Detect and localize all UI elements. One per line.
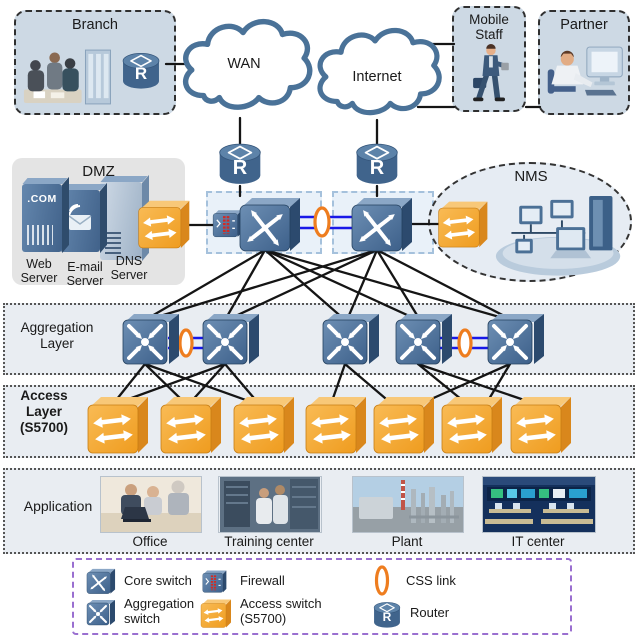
core-switch-2-icon: [350, 195, 414, 253]
envelope-icon: [67, 202, 93, 232]
office-caption: Office: [132, 534, 168, 549]
mobile-staff-person-illustration: [469, 44, 511, 106]
plant-caption: Plant: [391, 534, 423, 549]
application-layer-label: Application: [23, 498, 93, 514]
aggregation-switch-2-icon: [201, 312, 261, 368]
access-switch-6-icon: [440, 394, 504, 454]
plant-photo: [352, 476, 464, 533]
access-switch-4-icon: [304, 394, 368, 454]
access-switch-3-icon: [232, 394, 296, 454]
legend-access-switch-label: Access switch (S5700): [240, 596, 322, 626]
web-server-label: Web Server: [20, 257, 58, 285]
nms-computers-illustration: [492, 184, 628, 278]
legend-core-switch-icon: [86, 567, 116, 595]
mobile-staff-box: Mobile Staff: [452, 6, 526, 112]
mobile-staff-label: Mobile Staff: [469, 12, 509, 42]
branch-label: Branch: [72, 17, 118, 33]
legend-css-link-icon: [374, 565, 390, 596]
access-layer-label: Access Layer (S5700): [19, 388, 69, 435]
access-switch-7-icon: [509, 394, 573, 454]
training-center-photo: [218, 476, 322, 533]
access-switch-2-icon: [159, 394, 223, 454]
access-switch-1-icon: [86, 394, 150, 454]
legend-core-switch-label: Core switch: [124, 573, 192, 588]
aggregation-switch-1-icon: [121, 312, 181, 368]
aggregation-switch-4-icon: [394, 312, 454, 368]
legend-access-switch-icon: [200, 598, 232, 628]
it-center-caption: IT center: [511, 534, 565, 549]
core-switch-1-icon: [238, 195, 302, 253]
office-photo: [100, 476, 202, 533]
branch-router-icon: R: [118, 50, 164, 92]
legend-css-link-label: CSS link: [406, 573, 456, 588]
legend-box: Core switch Firewall CSS link Aggregatio…: [72, 558, 572, 635]
aggregation-switch-3-icon: [321, 312, 381, 368]
legend-firewall-label: Firewall: [240, 573, 285, 588]
dmz-label: DMZ: [82, 163, 115, 180]
partner-box: Partner: [538, 10, 630, 115]
dmz-access-switch-icon: [137, 198, 191, 249]
training-center-caption: Training center: [224, 534, 314, 549]
email-server-label: E-mail Server: [66, 260, 104, 288]
legend-router-label: Router: [410, 605, 450, 620]
legend-router-icon: R: [370, 600, 404, 630]
wan-label: WAN: [227, 56, 261, 72]
wan-router-icon: R: [214, 140, 266, 188]
nms-access-switch-icon: [437, 199, 489, 248]
internet-label: Internet: [352, 69, 402, 85]
access-switch-5-icon: [372, 394, 436, 454]
aggregation-layer-label: Aggregation Layer: [20, 320, 94, 351]
nms-label: NMS: [514, 168, 548, 185]
dns-server-icon: [100, 174, 149, 262]
it-center-photo: [482, 476, 596, 533]
legend-firewall-icon: [200, 567, 230, 595]
partner-label: Partner: [560, 17, 608, 33]
legend-aggregation-switch-label: Aggregation switch: [124, 596, 195, 626]
web-server-icon: .COM: [22, 176, 69, 254]
legend-aggregation-switch-icon: [86, 599, 116, 627]
branch-people-illustration: [22, 46, 122, 108]
aggregation-switch-5-icon: [486, 312, 546, 368]
web-server-badge: .COM: [27, 193, 57, 205]
branch-box: Branch R: [14, 10, 176, 115]
internet-router-icon: R: [351, 140, 403, 188]
dns-server-label: DNS Server: [110, 254, 148, 282]
partner-person-illustration: [544, 44, 626, 106]
